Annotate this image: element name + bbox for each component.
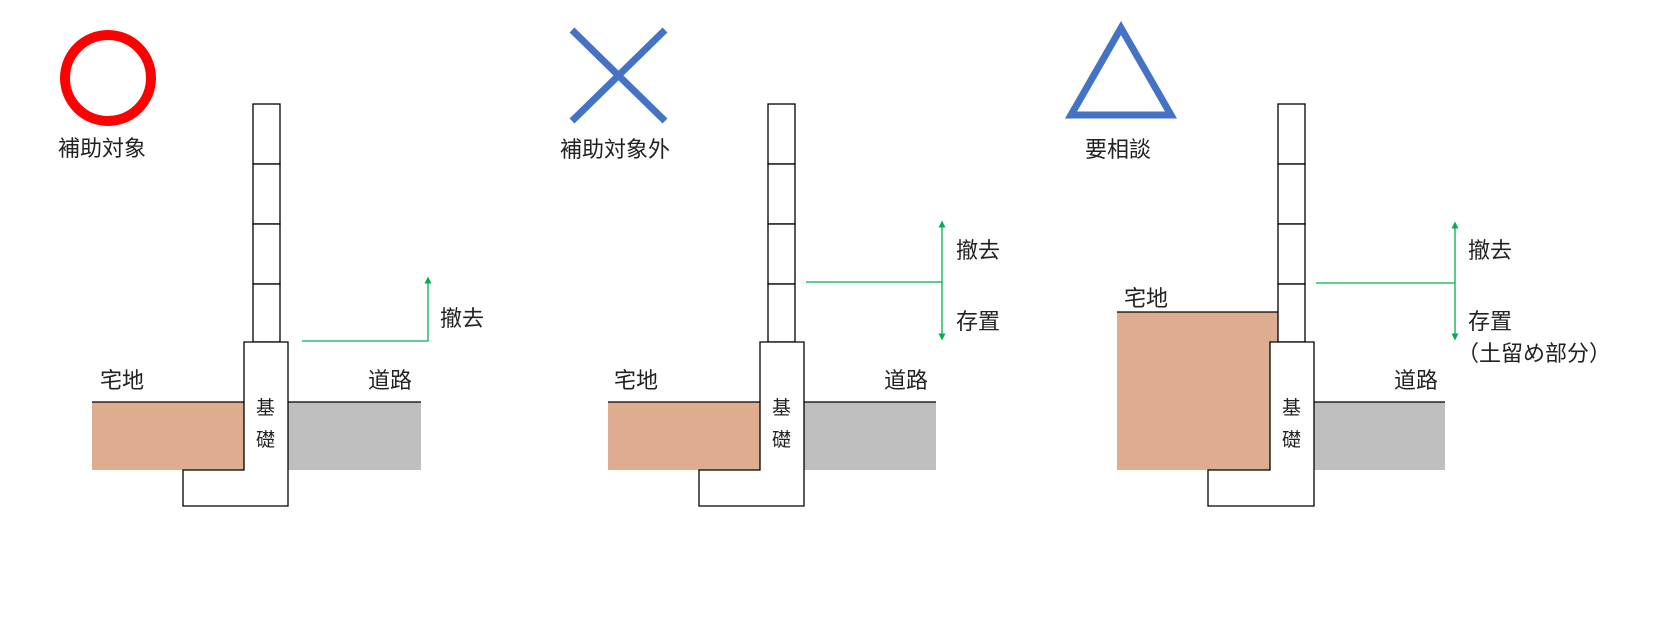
keep-label: 存置: [1468, 310, 1512, 335]
verdict-label: 要相談: [1085, 138, 1151, 163]
verdict-label: 補助対象: [58, 137, 146, 162]
foundation-label-top: 基: [1282, 397, 1301, 419]
foundation-label-top: 基: [256, 397, 275, 419]
block-wall: [252, 103, 281, 343]
triangle-icon: [1064, 20, 1178, 119]
block-wall: [1277, 103, 1306, 343]
panel-not-eligible: 補助対象外 宅地 道路 基 礎 撤去 存置: [560, 27, 1000, 507]
foundation-label-bottom: 礎: [256, 429, 275, 451]
foundation-label-bottom: 礎: [1282, 429, 1301, 451]
remove-label: 撤去: [956, 239, 1000, 264]
circle-icon: [60, 30, 156, 126]
foundation: [1207, 341, 1315, 507]
foundation: [698, 341, 805, 507]
foundation-label-bottom: 礎: [772, 429, 791, 451]
remove-arrow: [302, 276, 432, 342]
road-ground: [1314, 402, 1445, 470]
foundation-label-top: 基: [772, 397, 791, 419]
keep-label: 存置: [956, 310, 1000, 335]
residential-ground: [608, 402, 760, 470]
residential-ground: [1117, 312, 1278, 470]
foundation: [182, 341, 289, 507]
cross-icon: [569, 27, 668, 124]
panel-eligible: 補助対象 宅地 道路 基 礎 撤去: [58, 30, 484, 507]
remove-label: 撤去: [440, 307, 484, 332]
residential-ground: [92, 402, 244, 470]
road-label: 道路: [1394, 369, 1438, 394]
road-label: 道路: [368, 369, 412, 394]
verdict-label: 補助対象外: [560, 138, 670, 163]
panel-consult: 要相談 宅地 道路 基 礎 撤去 存置 （土留め部分）: [1064, 20, 1611, 507]
road-ground: [804, 402, 936, 470]
road-ground: [288, 402, 421, 470]
residential-label: 宅地: [100, 369, 144, 394]
keep-note: （土留め部分）: [1457, 342, 1611, 367]
block-wall: [767, 103, 796, 343]
residential-label: 宅地: [1124, 287, 1168, 312]
road-label: 道路: [884, 369, 928, 394]
residential-label: 宅地: [614, 369, 658, 394]
remove-label: 撤去: [1468, 239, 1512, 264]
